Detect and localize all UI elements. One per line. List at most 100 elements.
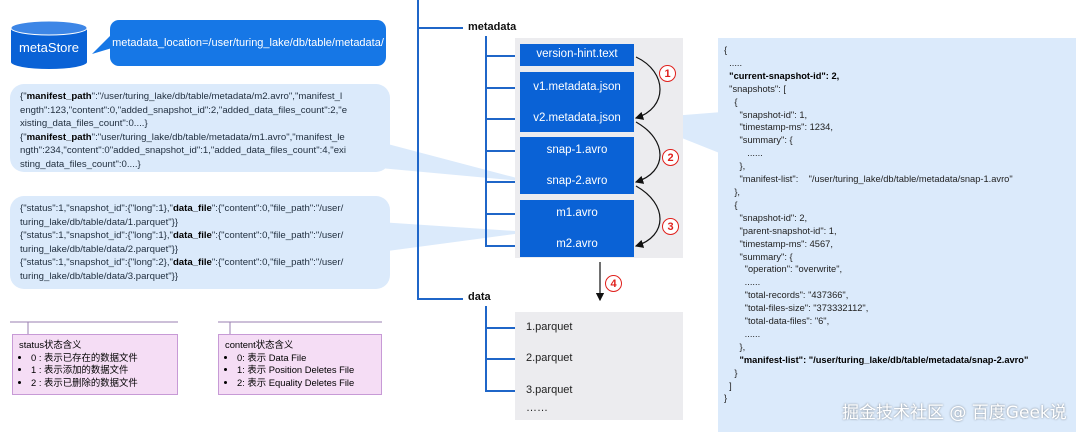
text-segment: {"status":1,"snapshot_id":{"long":2},"	[20, 257, 173, 269]
json-line: "total-records": "437366",	[724, 290, 849, 301]
content-legend: content状态含义 0: 表示 Data File 1: 表示 Positi…	[218, 334, 382, 395]
content-legend-item: 1: 表示 Position Deletes File	[237, 364, 375, 377]
manifest-entry-line: {"status":1,"snapshot_id":{"long":2},"da…	[20, 256, 380, 270]
watermark-text: 掘金技术社区 @ 百度Geek说	[842, 403, 1067, 423]
version-hint-label: version-hint.text	[536, 48, 618, 60]
data-branch	[485, 358, 519, 360]
metadata-branch	[485, 118, 519, 120]
key-highlight: data_file	[172, 230, 212, 242]
json-line: "summary": {	[724, 251, 793, 262]
manifest-list-line: xisting_data_files_count":0....}	[20, 117, 380, 131]
key-highlight: manifest_path	[26, 131, 92, 143]
data-file-item: ……	[526, 402, 548, 414]
text-segment: ength":123,"content":0,"added_snapshot_i…	[20, 104, 348, 116]
manifest-entry-line: turing_lake/db/table/data/3.parquet"}}	[20, 270, 380, 284]
text-segment: sting_data_files_count":0....}	[20, 158, 141, 170]
data-file-item: 3.parquet	[526, 384, 573, 396]
v2-metadata-label: v2.metadata.json	[533, 112, 621, 124]
text-segment: ":{"content":0,"file_path":"/user/	[211, 230, 344, 242]
step-2-marker: 2	[662, 149, 679, 166]
key-highlight: data_file	[172, 257, 212, 269]
metadata-json-group: v1.metadata.json v2.metadata.json	[520, 72, 634, 132]
metadata-branch	[485, 181, 519, 183]
metadata-branch	[485, 150, 519, 152]
step-1-marker: 1	[659, 65, 676, 82]
json-line: "manifest-list": "/user/turing_lake/db/t…	[724, 354, 1029, 365]
metadata-folder-label: metadata	[468, 21, 517, 33]
m1-label: m1.avro	[556, 207, 598, 219]
metadata-branch	[485, 213, 519, 215]
json-line: "total-data-files": "6",	[724, 316, 830, 327]
text-segment: ":{"content":0,"file_path":"/user/	[211, 203, 344, 214]
json-line: },	[724, 186, 741, 197]
json-line: "timestamp-ms": 1234,	[724, 122, 833, 133]
manifest-list-content-bubble: {"manifest_path":"/user/turing_lake/db/t…	[10, 84, 390, 172]
manifest-entry-line: turing_lake/db/table/data/2.parquet"}}	[20, 243, 380, 257]
json-line: "manifest-list": "/user/turing_lake/db/t…	[724, 174, 1013, 185]
status-legend: status状态含义 0 : 表示已存在的数据文件 1 : 表示添加的数据文件 …	[12, 334, 178, 395]
v1-metadata-label: v1.metadata.json	[533, 81, 621, 93]
data-files-panel	[515, 312, 683, 420]
json-line: },	[724, 341, 746, 352]
snapshot-avro-group: snap-1.avro snap-2.avro	[520, 137, 634, 194]
step-3-marker: 3	[662, 218, 679, 235]
content-legend-item: 0: 表示 Data File	[237, 352, 375, 365]
status-legend-item: 2 : 表示已删除的数据文件	[31, 377, 171, 390]
text-segment: ":"user/turing_lake/db/table/metadata/m1…	[91, 131, 345, 143]
json-line: "snapshot-id": 2,	[724, 212, 808, 223]
json-line: {	[724, 45, 728, 55]
text-segment: ":{"content":0,"file_path":"/user/	[211, 257, 344, 269]
metadata-json-content-panel: { ..... "current-snapshot-id": 2, "snaps…	[718, 38, 1076, 432]
tree-trunk-line	[417, 0, 419, 300]
data-branch	[485, 390, 519, 392]
json-line: ]	[724, 380, 732, 391]
manifest-list-line: {"manifest_path":"/user/turing_lake/db/t…	[20, 90, 380, 104]
text-segment: {"status":1,"snapshot_id":{"long":1},"	[20, 230, 173, 242]
manifest-entry-line: {"status":1,"snapshot_id":{"long":1},"da…	[20, 202, 380, 216]
data-branch	[485, 327, 519, 329]
metadata-branch	[485, 87, 519, 89]
text-segment: {"status":1,"snapshot_id":{"long":1},"	[20, 203, 173, 214]
tree-branch-metadata	[417, 27, 463, 29]
metastore-database-icon: metaStore	[10, 20, 88, 70]
snap2-label: snap-2.avro	[546, 175, 608, 187]
manifest-entry-line: {"status":1,"snapshot_id":{"long":1},"da…	[20, 229, 380, 243]
data-file-item: 2.parquet	[526, 352, 573, 364]
text-segment: {"	[20, 131, 27, 143]
json-line: "summary": {	[724, 135, 793, 146]
json-line: "snapshots": [	[724, 83, 786, 94]
text-segment: {"	[20, 91, 27, 102]
step-2-arrow	[634, 121, 661, 184]
json-line: "current-snapshot-id": 2,	[724, 70, 840, 81]
manifest-list-line: ength":123,"content":0,"added_snapshot_i…	[20, 104, 380, 118]
json-line: }	[724, 393, 728, 404]
manifest-list-line: ngth":234,"content":0"added_snapshot_id"…	[20, 144, 380, 158]
json-line: ......	[724, 148, 763, 159]
snap1-label: snap-1.avro	[546, 144, 608, 156]
status-legend-item: 0 : 表示已存在的数据文件	[31, 352, 171, 365]
text-segment: ngth":234,"content":0"added_snapshot_id"…	[20, 145, 346, 157]
text-segment: turing_lake/db/table/data/1.parquet"}}	[20, 216, 179, 228]
json-line: {	[724, 199, 738, 210]
manifest-avro-group: m1.avro m2.avro	[520, 200, 634, 257]
m2-label: m2.avro	[556, 238, 598, 250]
step-3-arrow	[634, 185, 661, 248]
manifest-list-line: sting_data_files_count":0....}	[20, 158, 380, 172]
key-highlight: data_file	[172, 203, 212, 214]
text-segment: xisting_data_files_count":0....}	[20, 118, 148, 130]
data-subtree-line	[485, 306, 487, 392]
status-legend-title: status状态含义	[19, 339, 82, 350]
metadata-branch	[485, 55, 519, 57]
metadata-branch	[485, 245, 519, 247]
data-file-item: 1.parquet	[526, 321, 573, 333]
json-line: "parent-snapshot-id": 1,	[724, 225, 837, 236]
json-line: },	[724, 161, 746, 172]
metadata-subtree-line	[485, 36, 487, 246]
json-line: "snapshot-id": 1,	[724, 109, 808, 120]
json-line: ......	[724, 328, 761, 339]
data-folder-label: data	[468, 291, 491, 303]
status-legend-item: 1 : 表示添加的数据文件	[31, 364, 171, 377]
json-line: "operation": "overwrite",	[724, 264, 843, 275]
text-segment: turing_lake/db/table/data/3.parquet"}}	[20, 270, 179, 282]
